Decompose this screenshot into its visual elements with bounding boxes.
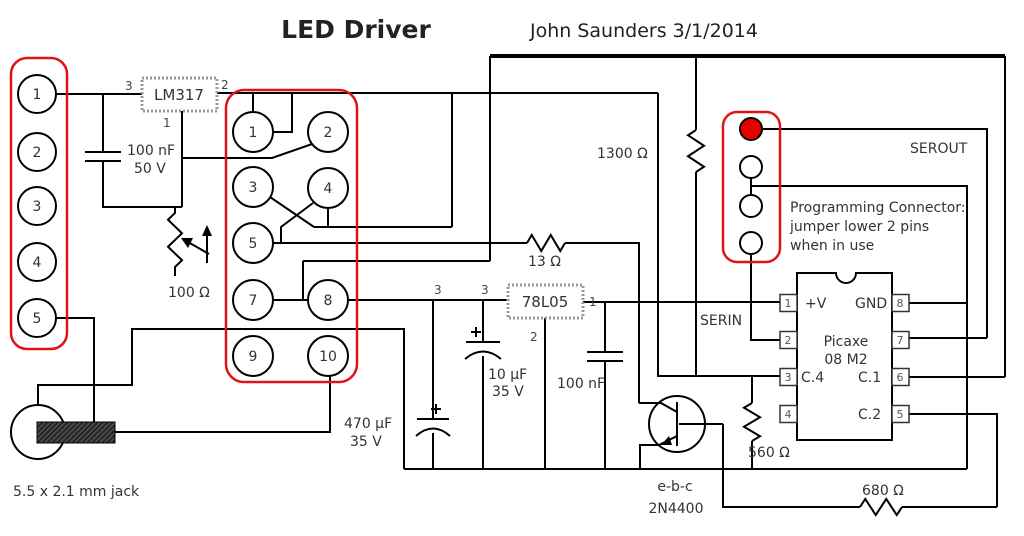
lm317-pin1: 1 <box>163 116 171 130</box>
conn2-pin3: 3 <box>249 180 258 196</box>
dc-jack: 5.5 x 2.1 mm jack <box>10 404 140 500</box>
wiper-arrow-icon <box>181 238 193 248</box>
mcu-pin3-num: 3 <box>785 371 792 384</box>
conn1-pin5: 5 <box>33 311 42 327</box>
78l05-pin3a: 3 <box>434 283 442 297</box>
page-title: LED Driver <box>281 15 431 44</box>
mcu-c1-label: C.1 <box>858 370 881 386</box>
conn2-pin10: 10 <box>319 349 337 365</box>
resistor-1300ohm: 1300 Ω <box>597 129 706 173</box>
conn2-pin4: 4 <box>324 181 333 197</box>
78l05-pin1: 1 <box>589 295 597 309</box>
wires <box>37 56 1006 508</box>
wiper-up-arrow-icon <box>202 225 212 236</box>
prog-note-1: Programming Connector: <box>790 200 966 216</box>
conn2-pin8: 8 <box>324 293 333 309</box>
lm317-pin2: 2 <box>221 78 229 92</box>
prog-pin1-filled <box>739 117 763 141</box>
conn1-pin3: 3 <box>33 199 42 215</box>
serin-label: SERIN <box>700 313 742 329</box>
mcu-pin5-num: 5 <box>897 408 904 421</box>
mcu-pin4-num: 4 <box>785 408 792 421</box>
resistor-13ohm: 13 Ω <box>526 233 566 270</box>
regulator-78l05: 78L05 3 3 1 2 <box>434 283 597 344</box>
mcu-vplus-label: +V <box>805 296 827 312</box>
c10u-voltage: 35 V <box>492 384 524 400</box>
programming-connector: Programming Connector: jumper lower 2 pi… <box>721 110 966 264</box>
mcu-pin7-num: 7 <box>897 334 904 347</box>
conn1-pin2: 2 <box>33 145 42 161</box>
conn1-pin1: 1 <box>33 87 42 103</box>
mcu-gnd-label: GND <box>855 296 887 312</box>
conn1-pin4: 4 <box>33 255 42 271</box>
78l05-label: 78L05 <box>522 293 569 311</box>
conn2-pin9: 9 <box>249 349 258 365</box>
author-date: John Saunders 3/1/2014 <box>529 20 758 42</box>
prog-note-2: jumper lower 2 pins <box>789 219 929 235</box>
resistor-pot-100ohm: 100 Ω <box>166 207 212 301</box>
conn2-pin2: 2 <box>324 125 333 141</box>
conn2-pin7: 7 <box>249 293 258 309</box>
mcu-name-2: 08 M2 <box>824 352 867 368</box>
transistor-pinout-label: e-b-c <box>657 479 692 495</box>
r13-label: 13 Ω <box>528 254 561 270</box>
mcu-pin8-num: 8 <box>897 297 904 310</box>
mcu-pin2-num: 2 <box>785 334 792 347</box>
c10u-value: 10 µF <box>488 367 527 383</box>
jack-barrel <box>36 421 116 444</box>
cbulk-voltage: 35 V <box>350 434 382 450</box>
cin-voltage: 50 V <box>134 161 166 177</box>
prog-note-3: when in use <box>790 238 874 254</box>
78l05-pin2: 2 <box>530 330 538 344</box>
cbulk-value: 470 µF <box>344 416 392 432</box>
capacitor-100nF-50V: 100 nF 50 V <box>85 143 175 177</box>
emitter-arrow-icon <box>661 436 672 445</box>
capacitor-100nF-5V: 100 nF <box>557 351 623 392</box>
lm317-label: LM317 <box>154 86 204 104</box>
mcu-c2-label: C.2 <box>858 407 881 423</box>
r560-label: 560 Ω <box>748 445 790 461</box>
r680-label: 680 Ω <box>862 483 904 499</box>
r1300-label: 1300 Ω <box>597 146 648 162</box>
pot-label: 100 Ω <box>168 285 210 301</box>
mcu-picaxe-08m2: 1 2 3 4 8 7 6 5 +V GND Picaxe 08 M2 C.4 … <box>779 272 910 441</box>
cin-value: 100 nF <box>127 143 175 159</box>
capacitor-470uF: 470 µF 35 V <box>344 404 451 450</box>
mcu-name-1: Picaxe <box>824 334 869 350</box>
c5v-value: 100 nF <box>557 376 605 392</box>
transistor-2n4400: e-b-c 2N4400 <box>639 395 723 517</box>
transistor-part-label: 2N4400 <box>648 501 703 517</box>
serout-label: SEROUT <box>910 141 968 157</box>
lm317-pin3: 3 <box>125 79 133 93</box>
78l05-pin3b: 3 <box>481 283 489 297</box>
resistor-680ohm: 680 Ω <box>859 483 904 517</box>
conn2-pin1: 1 <box>249 125 258 141</box>
regulator-lm317: LM317 3 2 1 <box>125 76 229 130</box>
connector-main: 1 2 3 4 5 7 8 9 10 <box>224 88 359 384</box>
resistor-560ohm: 560 Ω <box>742 402 790 461</box>
conn2-pin5: 5 <box>249 236 258 252</box>
mcu-c4-label: C.4 <box>801 370 824 386</box>
jack-label: 5.5 x 2.1 mm jack <box>13 484 140 500</box>
capacitor-10uF: 10 µF 35 V <box>464 327 527 400</box>
mcu-pin1-num: 1 <box>785 297 792 310</box>
mcu-pin6-num: 6 <box>897 371 904 384</box>
connector-left: 1 2 3 4 5 <box>9 56 69 351</box>
